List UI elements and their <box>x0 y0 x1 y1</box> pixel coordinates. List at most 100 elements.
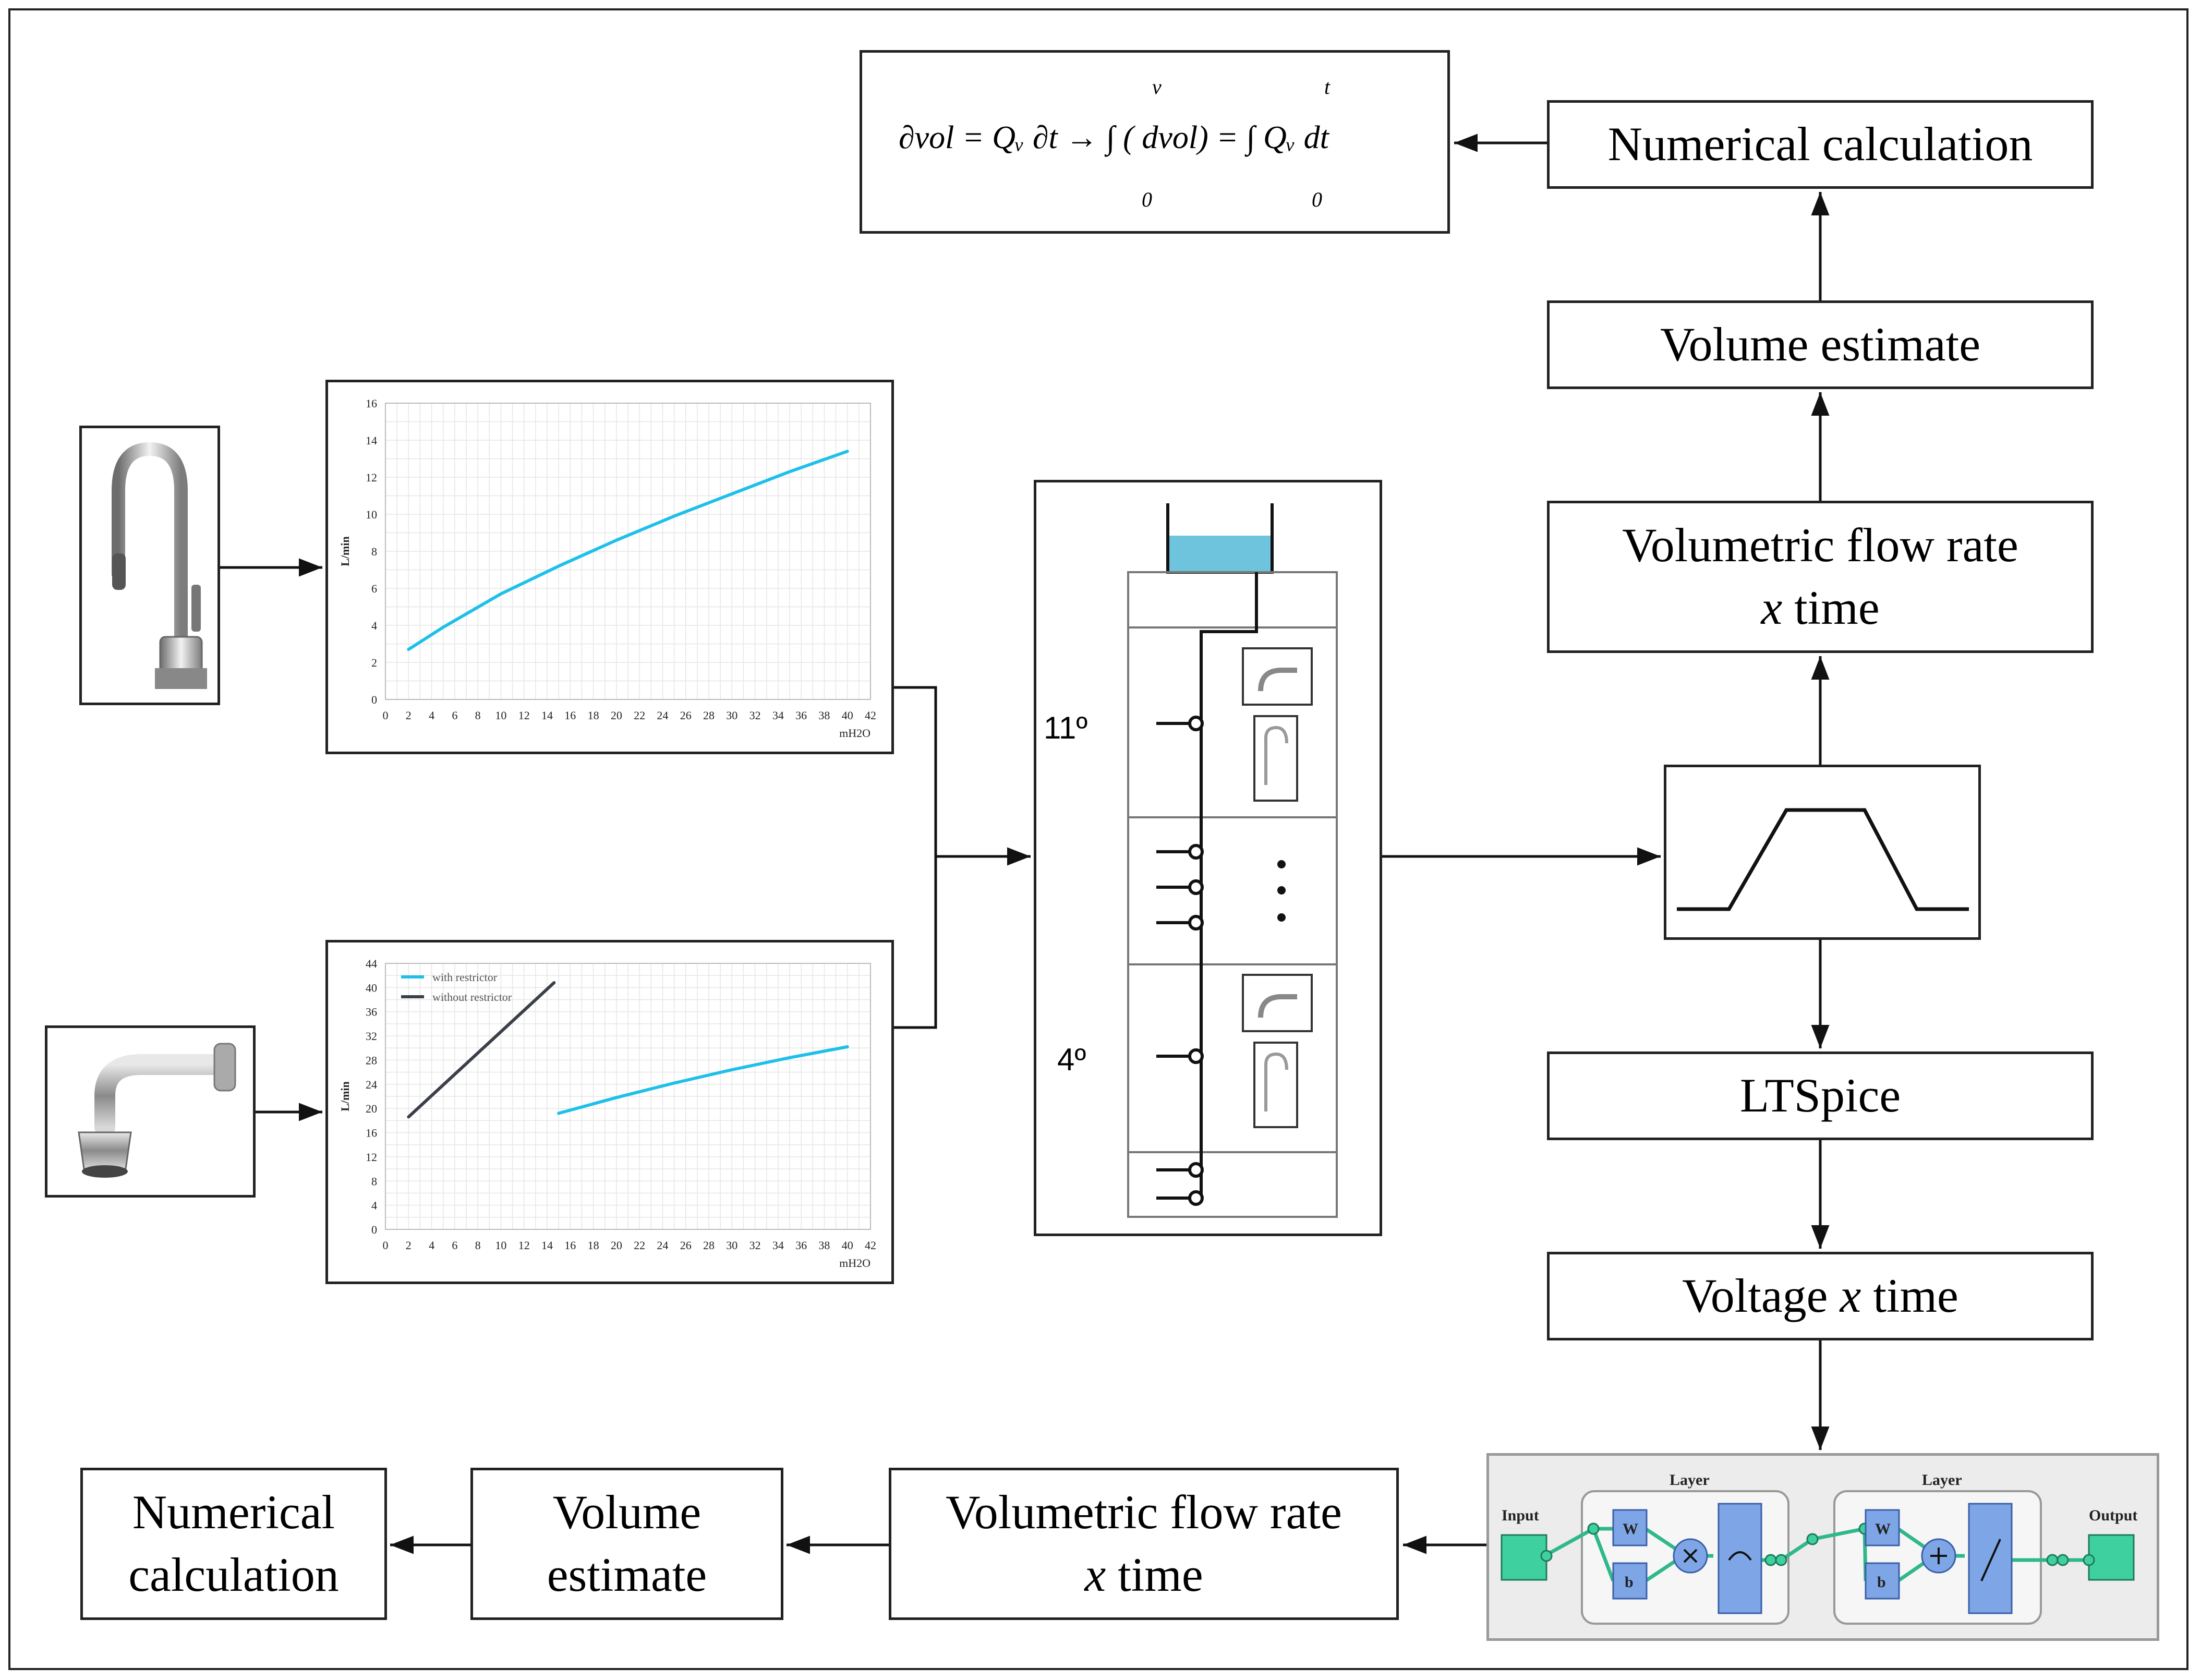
kitchen-faucet-panel <box>79 426 220 705</box>
numerical-bottom-label-2: calculation <box>128 1548 339 1601</box>
x-tick-label: 22 <box>634 1239 645 1252</box>
voltage-variable: x <box>1840 1269 1861 1323</box>
layer-2-label: Layer <box>1922 1471 1962 1489</box>
weight-box-1 <box>1612 1509 1648 1546</box>
integral-2-upper-limit: t <box>1324 75 1331 99</box>
x-tick-label: 36 <box>795 1239 807 1252</box>
x-tick-label: 4 <box>429 1239 434 1252</box>
building-outline <box>1127 571 1338 1218</box>
weight-box-2 <box>1865 1509 1900 1546</box>
y-tick-label: 0 <box>371 693 377 706</box>
x-tick-label: 8 <box>475 1239 481 1252</box>
x-tick-label: 12 <box>518 709 530 722</box>
flow-rate-box-bottom: Volumetric flow rate x time <box>889 1468 1399 1620</box>
y-tick-label: 44 <box>366 957 377 970</box>
numerical-calculation-box-top: Numerical calculation <box>1547 100 2094 189</box>
input-label: Input <box>1502 1507 1539 1524</box>
flow-rate-bottom-variable: x <box>1084 1548 1106 1601</box>
y-tick-label: 36 <box>366 1006 377 1019</box>
x-axis-label: mH2O <box>839 727 870 740</box>
x-tick-label: 22 <box>634 709 645 722</box>
x-tick-label: 36 <box>795 709 807 722</box>
volume-bottom-label-1: Volume <box>552 1485 702 1539</box>
numerical-bottom-label-1: Numerical <box>132 1485 335 1539</box>
output-label: Output <box>2089 1507 2137 1524</box>
x-tick-label: 0 <box>383 709 389 722</box>
series-line-2 <box>407 981 556 1119</box>
numerical-calculation-box-bottom: Numerical calculation <box>80 1468 387 1620</box>
x-tick-label: 6 <box>452 709 457 722</box>
flow-rate-time: time <box>1794 581 1880 634</box>
plot-area <box>385 963 871 1230</box>
bias-box-1 <box>1612 1562 1648 1600</box>
neural-network-panel: Input Output Layer Layer W b W b <box>1486 1453 2159 1641</box>
x-tick-label: 30 <box>726 709 737 722</box>
y-tick-label: 10 <box>366 508 377 521</box>
x-tick-label: 20 <box>611 709 622 722</box>
x-tick-label: 14 <box>541 709 553 722</box>
x-tick-label: 34 <box>772 1239 784 1252</box>
floor-label-11: 11º <box>1044 710 1088 745</box>
y-tick-label: 4 <box>371 1199 377 1212</box>
flow-rate-variable: x <box>1761 581 1783 634</box>
ellipsis-dots <box>1277 860 1286 922</box>
activation-box-1 <box>1718 1503 1762 1614</box>
x-tick-label: 32 <box>749 1239 761 1252</box>
x-tick-label: 24 <box>657 1239 668 1252</box>
ltspice-label: LTSpice <box>1739 1069 1901 1122</box>
x-tick-label: 4 <box>429 709 434 722</box>
building-schematic <box>1127 503 1338 1218</box>
weight-2-label: W <box>1875 1520 1891 1538</box>
integral-1-lower-limit: 0 <box>1142 188 1152 211</box>
volume-bottom-label-2: estimate <box>547 1548 707 1601</box>
y-axis-label: L/min <box>338 1081 352 1111</box>
x-tick-label: 20 <box>611 1239 622 1252</box>
diagram-frame <box>8 8 2188 1670</box>
y-tick-label: 12 <box>366 471 377 484</box>
y-tick-label: 0 <box>371 1223 377 1236</box>
bias-1-label: b <box>1625 1574 1634 1591</box>
numerical-calculation-label: Numerical calculation <box>1607 117 2033 171</box>
x-tick-label: 18 <box>588 709 599 722</box>
x-tick-label: 16 <box>564 709 576 722</box>
integral-1-upper-limit: v <box>1152 75 1162 99</box>
x-tick-label: 42 <box>865 709 876 722</box>
y-tick-label: 24 <box>366 1078 377 1091</box>
x-tick-label: 24 <box>657 709 668 722</box>
y-tick-label: 8 <box>371 545 377 558</box>
x-tick-label: 40 <box>842 1239 853 1252</box>
activation-box-2 <box>1968 1503 2013 1614</box>
series-line-1 <box>407 450 849 651</box>
floor-label-4: 4º <box>1057 1042 1086 1077</box>
shower-head-panel <box>45 1025 256 1198</box>
supply-pipe <box>1200 572 1258 1198</box>
series-line-1 <box>557 1045 849 1115</box>
voltage-time-box: Voltage x time <box>1547 1252 2094 1340</box>
x-tick-label: 38 <box>818 1239 830 1252</box>
x-tick-label: 28 <box>703 709 715 722</box>
pulse-waveform-panel <box>1664 765 1981 940</box>
fixture-icons <box>1242 647 1313 1128</box>
y-tick-label: 16 <box>366 397 377 410</box>
x-axis-label: mH2O <box>839 1256 870 1270</box>
flow-rate-box-top: Volumetric flow rate x time <box>1547 501 2094 653</box>
water-level <box>1169 536 1271 571</box>
y-tick-label: 8 <box>371 1175 377 1188</box>
y-tick-label: 12 <box>366 1151 377 1164</box>
layer-1-label: Layer <box>1670 1471 1710 1489</box>
x-tick-label: 2 <box>406 709 412 722</box>
volume-estimate-label: Volume estimate <box>1660 318 1981 371</box>
x-tick-label: 12 <box>518 1239 530 1252</box>
y-tick-label: 32 <box>366 1030 377 1043</box>
x-tick-label: 40 <box>842 709 853 722</box>
output-node <box>2088 1534 2135 1581</box>
flow-rate-label: Volumetric flow rate <box>1622 518 2018 572</box>
flow-rate-bottom-time: time <box>1118 1548 1203 1601</box>
neural-network-diagram: Input Output Layer Layer W b W b <box>1501 1471 2137 1625</box>
integral-formula: ∂vol = Qᵥ ∂t → ∫ ( dvol) = ∫ Qᵥ dt <box>899 120 1329 155</box>
shower-head-icon <box>78 1043 236 1178</box>
y-tick-label: 4 <box>371 619 377 632</box>
x-tick-label: 2 <box>406 1239 412 1252</box>
